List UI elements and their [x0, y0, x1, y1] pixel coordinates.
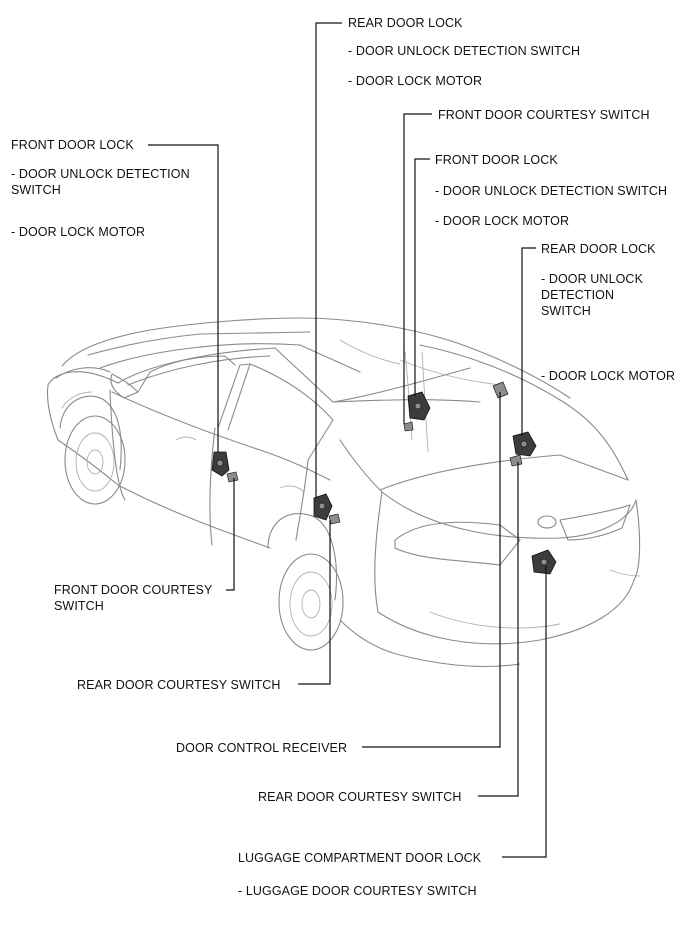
label-rear-door-lock-right: REAR DOOR LOCK	[541, 242, 656, 256]
leader-front-door-courtesy-right	[403, 113, 432, 424]
label-front-door-courtesy-left-l2: SWITCH	[54, 599, 104, 613]
car-body	[46, 317, 641, 668]
front-door-lock-right-part	[403, 391, 431, 432]
label-rear-door-lock-top-unlock-switch: - DOOR UNLOCK DETECTION SWITCH	[348, 44, 581, 58]
label-front-door-lock-right: FRONT DOOR LOCK	[435, 153, 558, 167]
label-rear-door-lock-top-motor: - DOOR LOCK MOTOR	[348, 74, 483, 88]
label-rear-door-lock-right-unlock-l3: SWITCH	[541, 304, 591, 318]
leader-front-door-lock-right	[414, 158, 430, 396]
label-front-door-lock-left: FRONT DOOR LOCK	[11, 138, 134, 152]
label-front-door-lock-left-unlock-l1: - DOOR UNLOCK DETECTION	[11, 167, 190, 181]
label-front-door-lock-right-unlock-switch: - DOOR UNLOCK DETECTION SWITCH	[435, 184, 668, 198]
leader-door-control-receiver	[362, 392, 501, 748]
leader-rear-door-courtesy-right	[478, 462, 519, 797]
leader-front-door-courtesy-left	[226, 478, 235, 591]
label-rear-door-lock-right-motor: - DOOR LOCK MOTOR	[541, 369, 676, 383]
front-door-courtesy-left-part	[226, 471, 239, 483]
label-front-door-lock-right-motor: - DOOR LOCK MOTOR	[435, 214, 570, 228]
label-rear-door-courtesy-left: REAR DOOR COURTESY SWITCH	[77, 678, 281, 692]
label-rear-door-lock-right-unlock-l1: - DOOR UNLOCK	[541, 272, 644, 286]
luggage-door-lock-part	[531, 549, 557, 575]
label-rear-door-courtesy-right: REAR DOOR COURTESY SWITCH	[258, 790, 462, 804]
leader-rear-door-lock-top	[315, 22, 342, 498]
label-luggage-door-lock: LUGGAGE COMPARTMENT DOOR LOCK	[238, 851, 482, 865]
door-control-receiver-part	[492, 381, 509, 399]
leader-front-door-lock-left	[148, 144, 219, 452]
leader-rear-door-lock-right	[521, 247, 536, 436]
rear-door-lock-right-part	[509, 431, 537, 467]
label-front-door-courtesy-right: FRONT DOOR COURTESY SWITCH	[438, 108, 650, 122]
label-luggage-door-courtesy-switch: - LUGGAGE DOOR COURTESY SWITCH	[238, 884, 477, 898]
rear-door-courtesy-left-part	[328, 513, 341, 525]
label-rear-door-lock-right-unlock-l2: DETECTION	[541, 288, 615, 302]
rear-door-lock-left-part	[313, 493, 333, 521]
label-front-door-lock-left-unlock-l2: SWITCH	[11, 183, 61, 197]
label-front-door-courtesy-left-l1: FRONT DOOR COURTESY	[54, 583, 213, 597]
leader-rear-door-courtesy-left	[298, 520, 331, 685]
leader-luggage-door-lock	[502, 566, 547, 858]
leader-lines	[148, 22, 547, 858]
label-door-control-receiver: DOOR CONTROL RECEIVER	[176, 741, 348, 755]
label-rear-door-lock-top: REAR DOOR LOCK	[348, 16, 463, 30]
label-front-door-lock-left-motor: - DOOR LOCK MOTOR	[11, 225, 146, 239]
front-door-lock-left-part	[211, 451, 230, 477]
